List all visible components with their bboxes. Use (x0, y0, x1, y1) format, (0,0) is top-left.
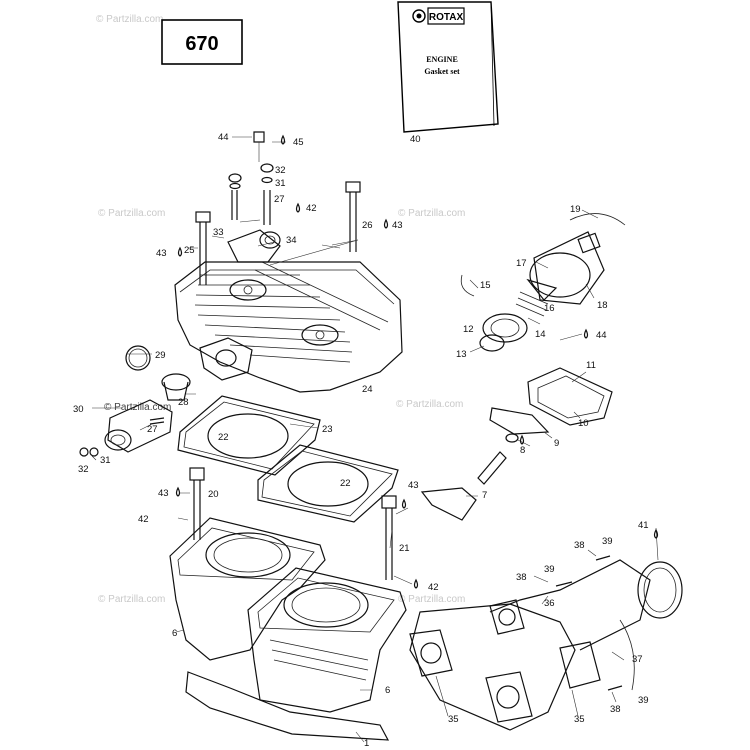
callout-42: 42 (306, 203, 317, 214)
callout-40: 40 (410, 134, 421, 145)
callout-19: 19 (570, 204, 581, 215)
callout-44: 44 (596, 330, 607, 341)
callout-43: 43 (392, 220, 403, 231)
callout-39: 39 (544, 564, 555, 575)
thermostat-group (79, 345, 191, 457)
callout-31: 31 (100, 455, 111, 466)
callout-32: 32 (275, 165, 286, 176)
callout-9: 9 (554, 438, 559, 449)
callout-31: 31 (275, 178, 286, 189)
callout-36: 36 (544, 598, 555, 609)
droplet-icon (175, 486, 181, 497)
callout-34: 34 (286, 235, 297, 246)
head-gaskets (177, 395, 399, 523)
watermark: © Partzilla.com (398, 594, 465, 605)
callout-42: 42 (138, 514, 149, 525)
callout-18: 18 (597, 300, 608, 311)
callout-15: 15 (480, 280, 491, 291)
model-number: 670 (185, 33, 218, 55)
callout-27: 27 (274, 194, 285, 205)
callout-42: 42 (428, 582, 439, 593)
callout-14: 14 (535, 329, 546, 340)
droplet-icon (383, 218, 389, 229)
callout-24: 24 (362, 384, 373, 395)
leader-lines (91, 136, 659, 743)
watermark: © Partzilla.com (98, 594, 165, 605)
callout-21: 21 (399, 543, 410, 554)
callout-12: 12 (463, 324, 474, 335)
callout-39: 39 (602, 536, 613, 547)
model-number-box: 670 (161, 19, 243, 65)
droplet-icon (653, 528, 659, 539)
callout-35: 35 (448, 714, 459, 725)
callout-17: 17 (516, 258, 527, 269)
callout-33: 33 (213, 227, 224, 238)
callout-35: 35 (574, 714, 585, 725)
exhaust-manifold (409, 555, 683, 731)
cylinders (169, 517, 407, 741)
callout-6: 6 (385, 685, 390, 696)
callout-43: 43 (408, 480, 419, 491)
cylinder-head (174, 229, 403, 393)
droplet-icon (177, 246, 183, 257)
callout-38: 38 (610, 704, 621, 715)
watermark: © Partzilla.com (104, 402, 171, 413)
booklet-brand: ROTAX (429, 12, 464, 23)
rotax-logo-icon (412, 9, 426, 23)
callout-22: 22 (218, 432, 229, 443)
droplet-icon (401, 498, 407, 509)
callout-41: 41 (638, 520, 649, 531)
callout-45: 45 (293, 137, 304, 148)
callout-22: 22 (340, 478, 351, 489)
booklet-title: ENGINE (426, 55, 458, 64)
callout-28: 28 (178, 397, 189, 408)
callout-38: 38 (574, 540, 585, 551)
callout-23: 23 (322, 424, 333, 435)
callout-13: 13 (456, 349, 467, 360)
gasket-set-booklet: ROTAX ENGINE Gasket set 40 (397, 1, 499, 145)
rotary-valve-assembly (420, 213, 626, 521)
droplet-icons (175, 134, 659, 589)
callout-8: 8 (520, 445, 525, 456)
callout-39: 39 (638, 695, 649, 706)
callout-1: 1 (364, 738, 369, 749)
droplet-icon (583, 328, 589, 339)
callout-43: 43 (158, 488, 169, 499)
callout-6: 6 (172, 628, 177, 639)
callout-38: 38 (516, 572, 527, 583)
booklet-subtitle: Gasket set (424, 67, 460, 76)
callout-27: 27 (147, 424, 158, 435)
callout-43: 43 (156, 248, 167, 259)
callout-44: 44 (218, 132, 229, 143)
callout-16: 16 (544, 303, 555, 314)
callout-29: 29 (155, 350, 166, 361)
callout-20: 20 (208, 489, 219, 500)
watermark: © Partzilla.com (96, 14, 163, 25)
callout-32: 32 (78, 464, 89, 475)
watermark: © Partzilla.com (98, 208, 165, 219)
droplet-icon (280, 134, 286, 145)
watermark: © Partzilla.com (396, 399, 463, 410)
callout-10: 10 (578, 418, 589, 429)
droplet-icon (295, 202, 301, 213)
cylinder-bolts (189, 467, 397, 580)
callout-25: 25 (184, 245, 195, 256)
callout-7: 7 (482, 490, 487, 501)
droplet-icon (519, 434, 525, 445)
callout-37: 37 (632, 654, 643, 665)
callout-26: 26 (362, 220, 373, 231)
callout-11: 11 (586, 360, 596, 371)
droplet-icon (413, 578, 419, 589)
callout-numbers: 44 45 32 31 27 42 26 43 33 34 43 25 29 2… (73, 132, 649, 749)
watermark: © Partzilla.com (398, 208, 465, 219)
callout-30: 30 (73, 404, 84, 415)
